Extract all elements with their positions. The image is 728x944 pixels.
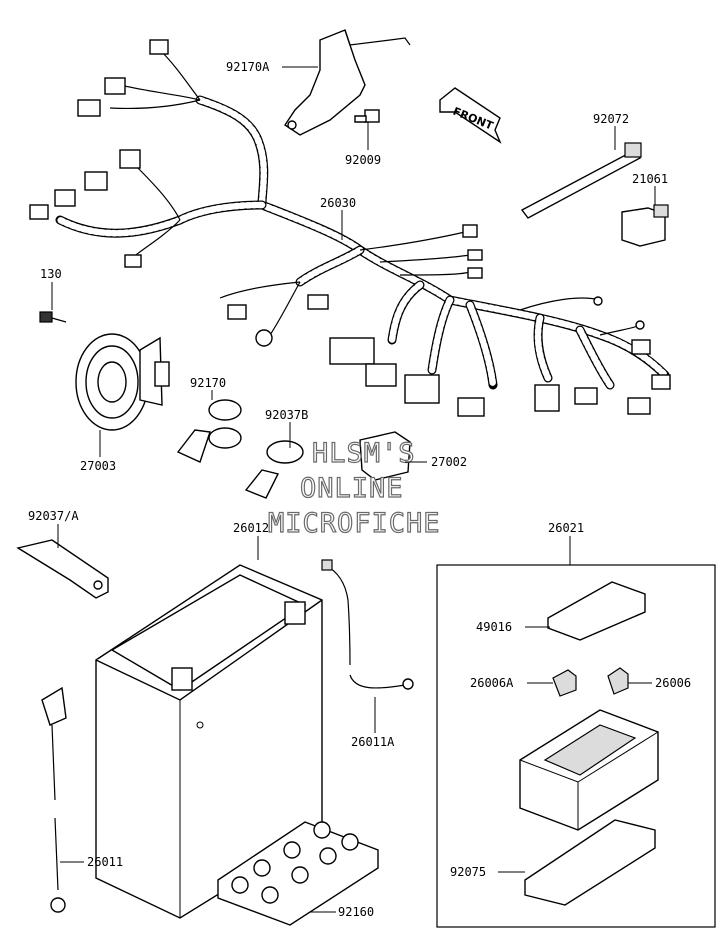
label-92160: 92160 [338,905,374,919]
cable-26011a [321,559,414,690]
fuse-box-group-frame [436,564,716,928]
label-92170: 92170 [190,376,226,390]
horn-27003 [75,333,170,431]
front-arrow: FRONT [439,87,502,144]
label-26030: 26030 [320,196,356,210]
label-27002: 27002 [431,455,467,469]
label-26021: 26021 [548,521,584,535]
fuse-26006 [607,667,629,695]
part-labels: 92170A 92009 92072 21061 26030 130 92170… [28,60,691,919]
label-92037a: 92037/A [28,509,79,523]
label-130: 130 [40,267,62,281]
label-49016: 49016 [476,620,512,634]
leader-lines [51,66,656,913]
label-92009: 92009 [345,153,381,167]
label-21061: 21061 [632,172,668,186]
watermark: HLSM'S ONLINE MICROFICHE [267,437,441,539]
clamp-92037b [244,440,304,499]
wiring-harness [29,39,671,417]
cable-26011 [41,686,67,913]
bracket-92170a [284,29,411,136]
part-21061 [621,204,669,247]
clamp-92170 [176,399,242,463]
label-27003: 27003 [80,459,116,473]
label-26011: 26011 [87,855,123,869]
label-92072: 92072 [593,112,629,126]
bolt-130 [39,311,67,323]
label-92170a: 92170A [226,60,270,74]
cover-92075 [524,819,656,906]
battery-26012 [95,564,323,919]
cover-49016 [547,581,646,641]
label-26006a: 26006A [470,676,514,690]
fuse-26006a [552,669,577,697]
label-92075: 92075 [450,865,486,879]
label-92037b: 92037B [265,408,308,422]
watermark-line1: HLSM'S [312,438,416,469]
label-26011a: 26011A [351,735,395,749]
relay-27002 [359,431,411,481]
bolt-92009 [354,109,380,123]
fuse-box-body [519,709,659,831]
label-26006: 26006 [655,676,691,690]
watermark-line3: MICROFICHE [268,508,441,539]
label-26012: 26012 [233,521,269,535]
strap-92037a [16,539,109,599]
cable-tie-92072 [520,142,642,219]
watermark-line2: ONLINE [300,473,404,504]
pad-92160 [217,821,379,926]
